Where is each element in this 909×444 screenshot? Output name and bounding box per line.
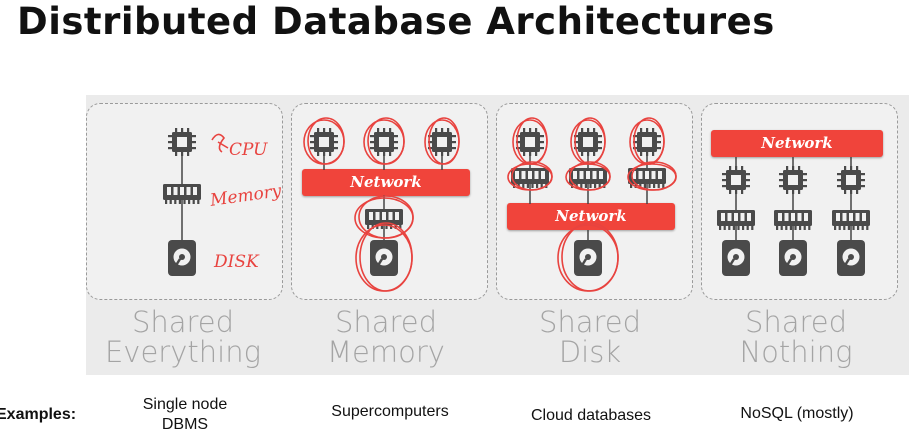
cpu-icon <box>837 166 865 194</box>
cpu-icon <box>168 128 196 156</box>
disk-icon <box>168 240 196 276</box>
example-shared-everything: Single node DBMS <box>142 396 228 433</box>
cpu-icon <box>516 128 544 156</box>
cpu-icon <box>428 128 456 156</box>
cpu-icon <box>574 128 602 156</box>
example-shared-nothing: NoSQL (mostly) <box>740 405 854 422</box>
cpu-icon <box>310 128 338 156</box>
memory-icon <box>717 210 755 230</box>
annotation-cpu: CPU <box>229 140 268 160</box>
network-bar-shared-nothing: Network <box>711 130 883 157</box>
network-bar-shared-memory: Network <box>302 169 470 196</box>
slide-title: Distributed Database Architectures <box>17 0 775 43</box>
examples-label: Examples: <box>0 406 77 423</box>
cpu-icon <box>370 128 398 156</box>
label-shared-nothing: Shared Nothing <box>739 305 853 369</box>
example-shared-memory: Supercomputers <box>331 403 449 420</box>
cpu-icon <box>779 166 807 194</box>
memory-icon <box>832 210 870 230</box>
disk-icon <box>574 240 602 276</box>
memory-icon <box>628 168 666 188</box>
disk-icon <box>370 240 398 276</box>
disk-icon <box>722 240 750 276</box>
disk-icon <box>837 240 865 276</box>
example-shared-disk: Cloud databases <box>530 407 652 424</box>
label-shared-memory: Shared Memory <box>327 305 445 369</box>
cpu-icon <box>633 128 661 156</box>
memory-icon <box>163 184 201 204</box>
label-shared-disk: Shared Disk <box>538 305 642 369</box>
disk-icon <box>779 240 807 276</box>
annotation-disk: DISK <box>214 252 259 272</box>
memory-icon <box>365 209 403 229</box>
label-shared-everything: Shared Everything <box>104 305 261 369</box>
memory-icon <box>569 168 607 188</box>
cpu-icon <box>722 166 750 194</box>
network-bar-shared-disk: Network <box>507 203 675 230</box>
memory-icon <box>774 210 812 230</box>
